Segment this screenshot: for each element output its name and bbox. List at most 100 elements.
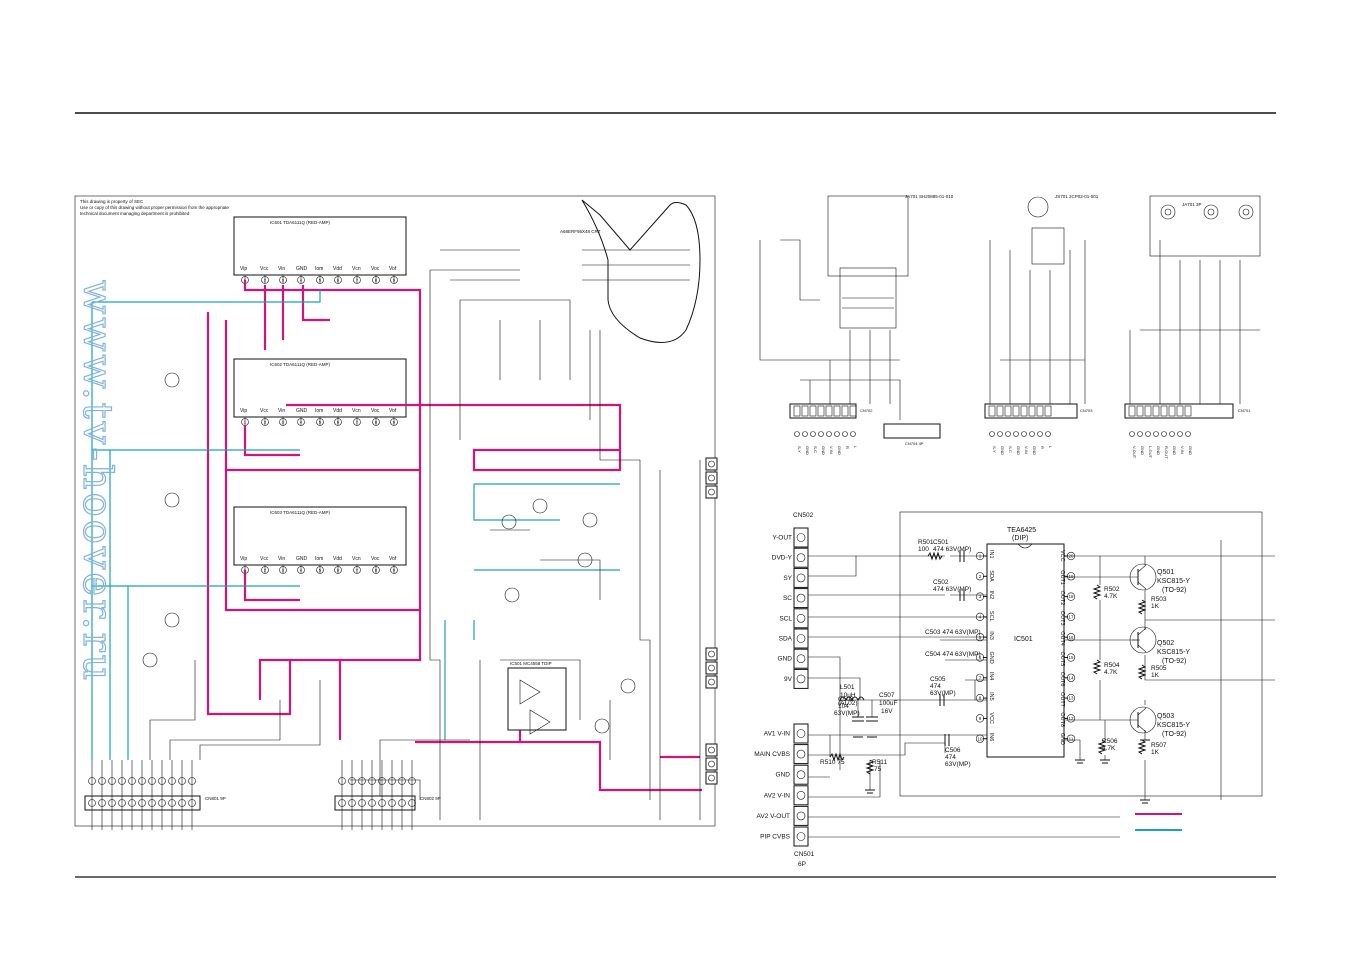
amp-pin-label: Vcc xyxy=(260,408,269,414)
cn501-pin-box xyxy=(793,723,809,744)
ic-right-pin-pad xyxy=(1066,572,1076,581)
terminal-hole xyxy=(708,664,715,672)
ic-left-pin-name: IN5 xyxy=(988,692,994,701)
ic-left-pin-pad xyxy=(975,572,985,581)
header-pin xyxy=(1044,405,1052,417)
ic-right-pin-pad xyxy=(1066,633,1076,642)
capacitors xyxy=(852,550,965,746)
cn501-pin-box xyxy=(793,826,809,847)
ic-left-pin-pad xyxy=(975,673,985,682)
header-pin-label: GND xyxy=(1172,446,1177,455)
ic-right-pin-name: GND xyxy=(1059,733,1065,745)
ic-right-pin-number: 16 xyxy=(1068,635,1074,640)
header-pin-label: V-IN xyxy=(829,446,834,454)
ic-left-pin-pad xyxy=(975,653,985,662)
c506-value: 474 xyxy=(945,754,956,761)
amp-pin-label: Voc xyxy=(371,556,380,562)
cn502-pin-hole xyxy=(796,613,806,623)
terminal-block xyxy=(705,661,718,675)
svg-text:Q501: Q501 xyxy=(1157,569,1174,576)
terminal-block xyxy=(705,757,718,771)
r505-value: 1K xyxy=(1151,672,1160,679)
c501-value: 474 63V(MP) xyxy=(933,546,971,553)
header-pin-label: R xyxy=(845,446,850,449)
cn502-pin-hole xyxy=(796,593,806,603)
c501-label: C501 xyxy=(933,539,949,546)
header-pin-label: GND xyxy=(805,446,810,455)
terminal-hole xyxy=(708,460,715,468)
cn502-pin-hole xyxy=(796,674,806,684)
svg-text:(TO-92): (TO-92) xyxy=(1162,587,1186,594)
r510-label: R510 75 xyxy=(820,759,845,766)
header-pin-label: L xyxy=(1048,446,1053,449)
cn502-pin-hole xyxy=(796,654,806,664)
ic501-tea6425: TEA6425 (DIP) IC501 xyxy=(986,527,1065,758)
header-pad xyxy=(1005,431,1011,437)
amp-pin-label: Vin xyxy=(278,266,285,272)
cn501-pin-label: PIP CVBS xyxy=(760,834,791,841)
header-pad xyxy=(997,431,1003,437)
ground-symbols xyxy=(853,736,1150,804)
r511-label: R511 xyxy=(872,759,887,766)
header-pad xyxy=(1021,431,1027,437)
header-pin-label: GND xyxy=(837,446,842,455)
amp-pin-label: Voc xyxy=(371,408,380,414)
c507-value: 100uF xyxy=(879,700,897,707)
r506-value: 4.7K xyxy=(1102,745,1116,752)
switch-frame xyxy=(899,511,1263,797)
amp-pin-label: Vcc xyxy=(260,266,269,272)
amp-pin-label: Vin xyxy=(278,556,285,562)
header-pin xyxy=(1012,405,1020,417)
svg-text:KSC815-Y: KSC815-Y xyxy=(1157,649,1190,656)
amp-pin-label: Iom xyxy=(315,556,323,562)
l501-label: L501 xyxy=(840,684,855,691)
ic-right-pin-name: OUT4 xyxy=(1059,631,1065,646)
header-pin xyxy=(988,405,996,417)
c508-visible: C508 xyxy=(838,696,854,703)
ic-left-pin-name: IN4 xyxy=(988,672,994,681)
cn502-pin-label: SY xyxy=(783,575,792,582)
watermark: www.tv-hoover.ru xyxy=(74,280,120,683)
header-pin-label: S-C xyxy=(1008,446,1013,453)
header-pad xyxy=(1169,431,1175,437)
header-pin-label: L-OUT xyxy=(1148,446,1153,459)
svg-text:IC603 TDA6111Q (RED-AMP): IC603 TDA6111Q (RED-AMP) xyxy=(270,510,331,515)
cn502-pin-box xyxy=(793,628,809,649)
svg-text:CN801 9P: CN801 9P xyxy=(205,796,226,801)
header-pin xyxy=(1176,405,1184,417)
video-amp-ic-3: IC603 TDA6111Q (RED-AMP) xyxy=(233,506,407,566)
ic-left-pin-pad xyxy=(975,592,985,601)
header-pin xyxy=(849,405,857,417)
transistor-q501: Q501 KSC815-Y (TO-92) xyxy=(1129,563,1190,594)
amp-pin-label: Vdd xyxy=(333,266,342,272)
amp-pin-label: GND xyxy=(296,266,308,272)
cyan-net xyxy=(91,290,620,760)
svg-text:A68ERF95X48 CRT: A68ERF95X48 CRT xyxy=(560,229,601,234)
jack-panel-3: JA701 3P CN701 xyxy=(1124,195,1261,419)
svg-text:CN802 9P: CN802 9P xyxy=(420,796,441,801)
terminal-hole xyxy=(708,474,715,482)
header-pad xyxy=(1145,431,1151,437)
header-pin-label: S-C xyxy=(813,446,818,453)
c508-value: 104 xyxy=(838,703,849,710)
svg-text:(TO-92): (TO-92) xyxy=(1162,658,1186,665)
terminal-hole xyxy=(708,650,715,658)
header-pad xyxy=(818,431,824,437)
cn502-pin-box xyxy=(793,648,809,669)
bottom-connector-pins xyxy=(88,760,416,830)
notice-line-3: technical document managing department i… xyxy=(80,211,190,216)
video-amp-ic-2: IC602 TDA6111Q (RED-AMP) xyxy=(233,358,407,418)
svg-text:Q503: Q503 xyxy=(1157,713,1174,720)
header-pin-label: V-OUT xyxy=(1132,446,1137,459)
r505-label: R505 xyxy=(1151,665,1167,672)
header-pin-label: GND xyxy=(1156,446,1161,455)
amp-pin-label: Vof xyxy=(389,266,397,272)
header-pin-label: GND xyxy=(1188,446,1193,455)
ic-right-pin-name: OUT1 xyxy=(1059,570,1065,585)
ic-left-pin-name: VCC xyxy=(988,712,994,724)
svg-text:CN702: CN702 xyxy=(860,408,873,413)
ic-right-pin-pad xyxy=(1066,734,1076,743)
header-pin xyxy=(1160,405,1168,417)
